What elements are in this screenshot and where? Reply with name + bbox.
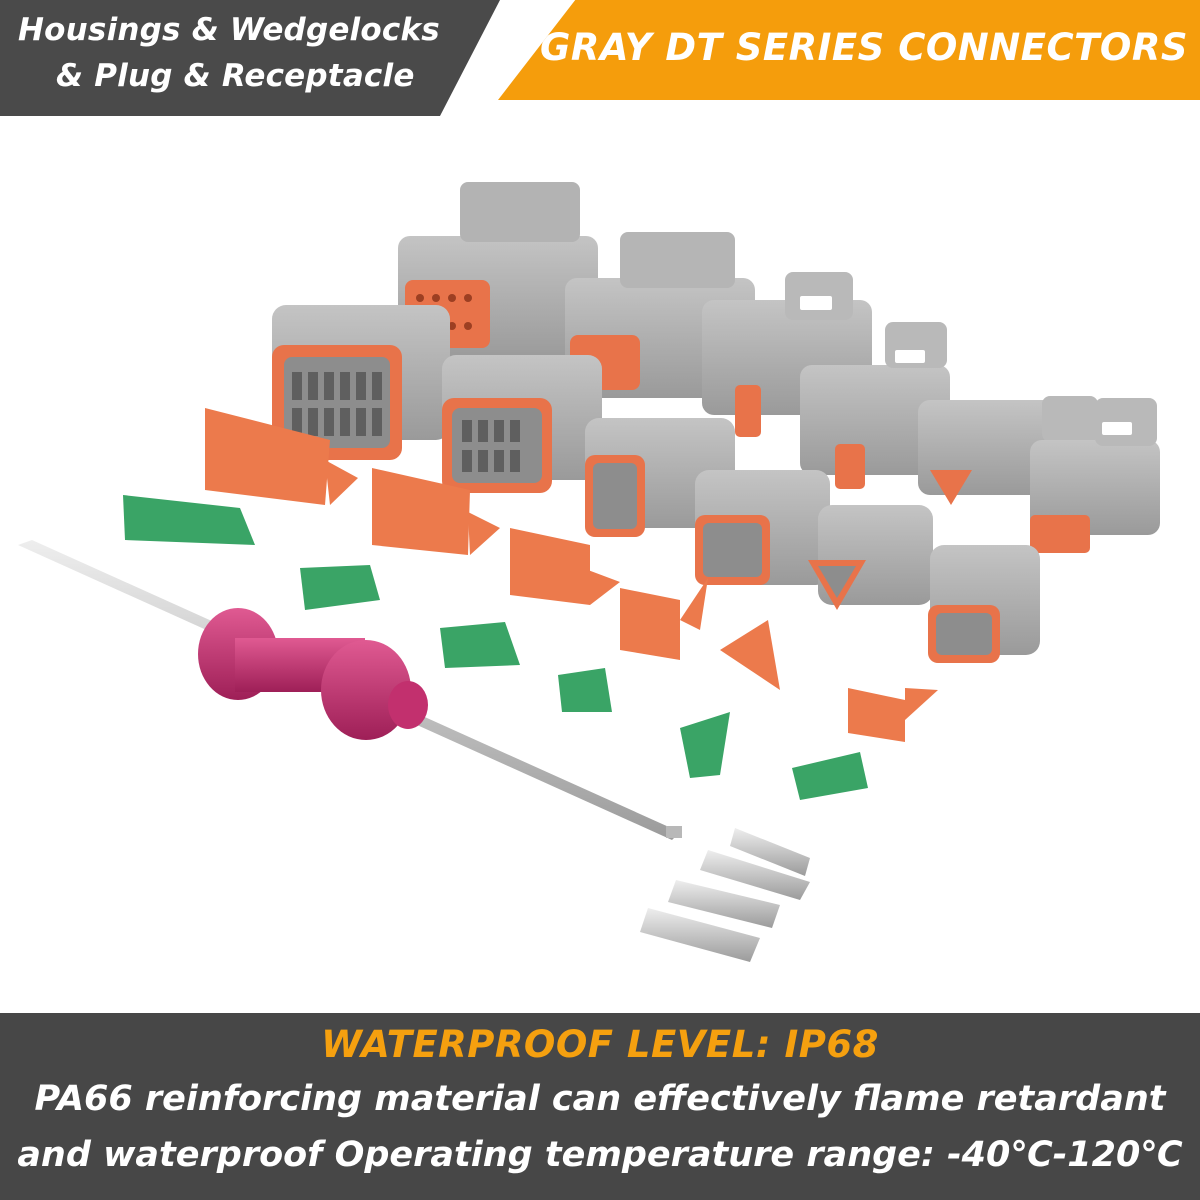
footer-banner: WATERPROOF LEVEL: IP68 PA66 reinforcing … xyxy=(0,1013,1200,1200)
plug-4pin-icon xyxy=(800,322,950,489)
wedgelock-green-3pin-icon xyxy=(680,712,730,778)
receptacle-4pin-icon xyxy=(695,470,830,585)
wedgelock-green-8pin-icon xyxy=(300,565,380,610)
material-description-line1: PA66 reinforcing material can effectivel… xyxy=(34,1079,1166,1119)
product-photo xyxy=(18,182,1160,962)
header-title: GRAY DT SERIES CONNECTORS xyxy=(539,26,1188,69)
wedgelock-green-4pin-icon xyxy=(558,668,612,712)
receptacle-2pin-icon xyxy=(928,545,1040,663)
crimp-terminals-icon xyxy=(640,828,810,962)
receptacle-12pin-icon xyxy=(272,305,450,460)
wedgelock-orange-2pin-icon xyxy=(848,688,938,742)
wedgelock-orange-3pin-icon xyxy=(720,620,780,690)
wedgelock-green-6pin-icon xyxy=(440,622,520,668)
receptacle-3pin-icon xyxy=(808,505,933,610)
wedgelock-orange-12pin-icon xyxy=(205,408,358,505)
wedgelock-orange-8pin-icon xyxy=(372,468,500,555)
header-right-banner: GRAY DT SERIES CONNECTORS xyxy=(498,0,1200,100)
receptacle-8pin-icon xyxy=(442,355,602,493)
header-left-line1: Housings & Wedgelocks xyxy=(18,12,440,48)
waterproof-level: WATERPROOF LEVEL: IP68 xyxy=(321,1023,879,1066)
header-left-line2: & Plug & Receptacle xyxy=(56,58,415,94)
wedgelock-orange-4pin-icon xyxy=(620,578,708,660)
header-left-banner: Housings & Wedgelocks & Plug & Receptacl… xyxy=(0,0,500,116)
plug-2pin-icon xyxy=(1030,398,1160,553)
wedgelock-orange-6pin-icon xyxy=(510,528,620,605)
removal-tool-icon xyxy=(18,540,682,840)
wedgelock-green-2pin-icon xyxy=(792,752,868,800)
material-description-line2: and waterproof Operating temperature ran… xyxy=(17,1135,1183,1175)
wedgelock-green-12pin-icon xyxy=(123,495,255,545)
